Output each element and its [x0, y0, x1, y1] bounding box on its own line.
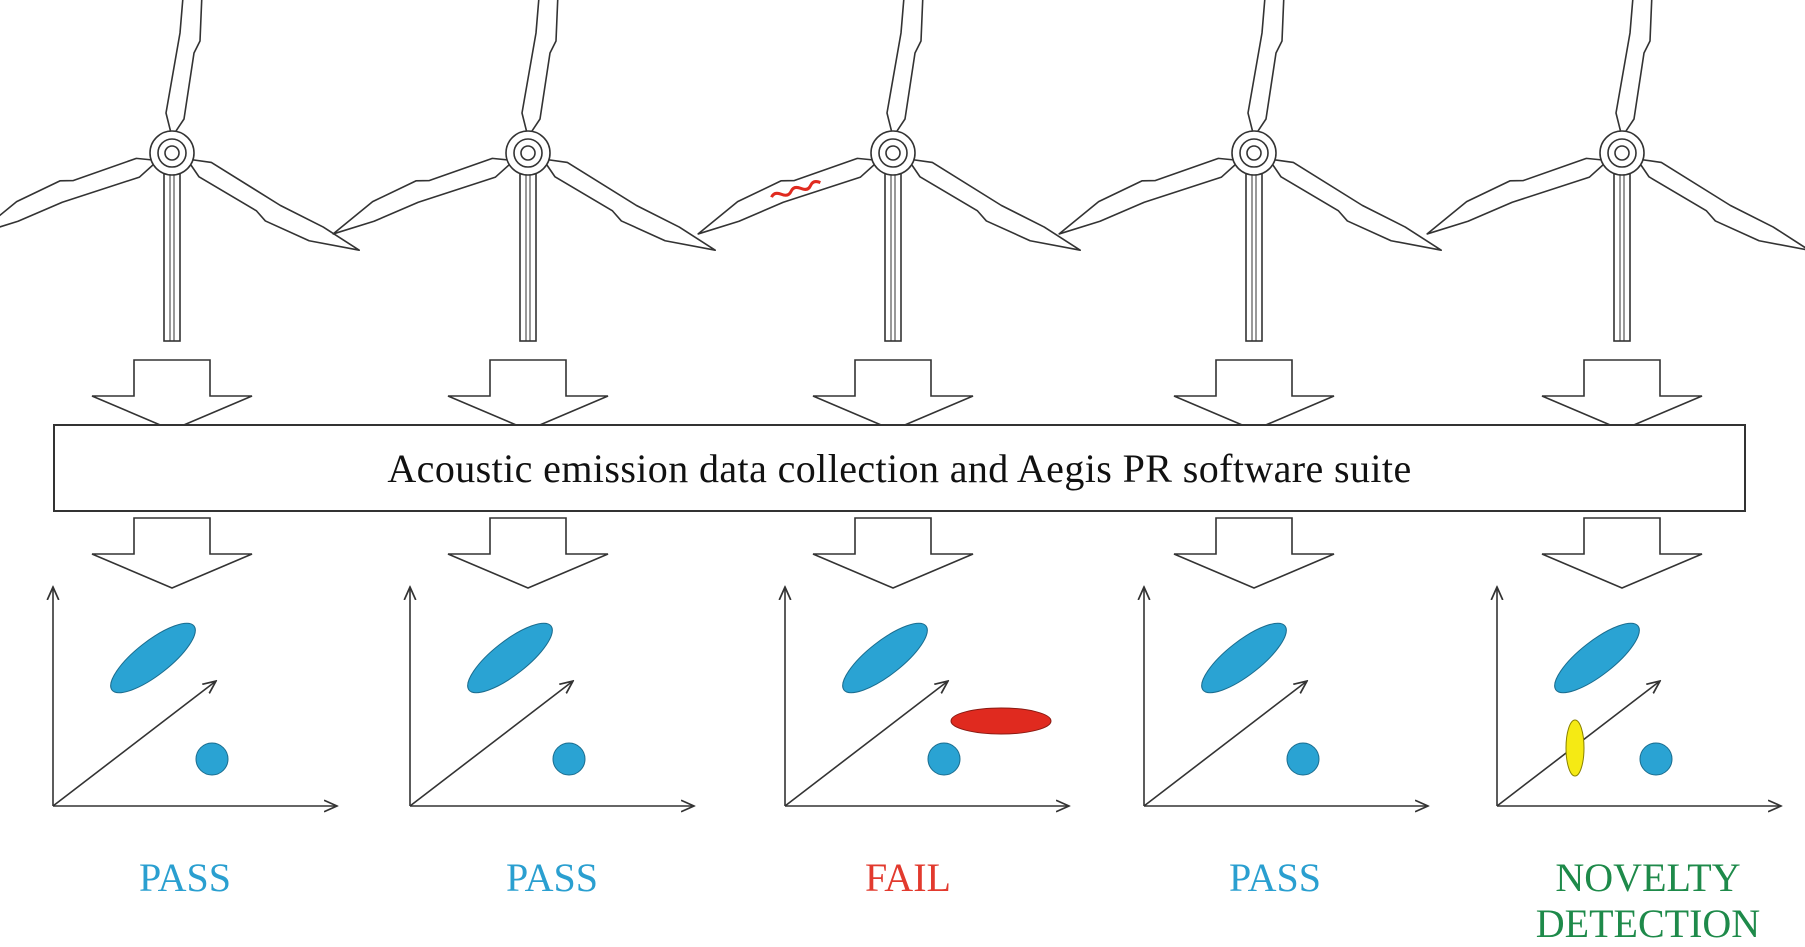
feature-space-plot-2: [410, 587, 694, 806]
fault-cluster: [950, 707, 1052, 735]
process-box-label: Acoustic emission data collection and Ae…: [387, 445, 1412, 491]
turbine-tower: [884, 160, 902, 342]
wind-turbine-5: [1426, 0, 1805, 342]
normal-cluster-ellipse: [110, 622, 196, 694]
normal-cluster-circle: [1286, 742, 1320, 776]
turbine-blade: [186, 158, 361, 252]
arrow-to-processing-1: [91, 359, 253, 431]
feature-space-plot-5: [1497, 587, 1781, 806]
turbine-tower: [163, 160, 181, 342]
result-label-1: PASS: [139, 855, 231, 900]
result-label-2: PASS: [506, 855, 598, 900]
feature-space-plot-4: [1144, 587, 1428, 806]
turbine-tower: [1245, 160, 1263, 342]
turbine-blade: [1426, 157, 1609, 235]
turbine-tower: [519, 160, 537, 342]
process-box: Acoustic emission data collection and Ae…: [53, 424, 1746, 512]
arrow-to-plot-1: [91, 517, 253, 589]
result-label-5: NOVELTY DETECTION: [1535, 855, 1761, 946]
wind-turbine-4: [1058, 0, 1443, 342]
novel-cluster: [1565, 719, 1585, 777]
turbine-blade: [1636, 158, 1805, 252]
arrow-to-processing-5: [1541, 359, 1703, 431]
arrow-to-processing-2: [447, 359, 609, 431]
turbine-blade: [907, 158, 1082, 252]
turbine-blade: [521, 0, 559, 138]
turbine-blade: [1247, 0, 1285, 138]
result-label-4: PASS: [1229, 855, 1321, 900]
feature-space-plot-1: [53, 587, 337, 806]
normal-cluster-circle: [195, 742, 229, 776]
plot-z-axis: [52, 681, 216, 807]
wind-turbine-1: [0, 0, 361, 342]
normal-cluster-ellipse: [467, 622, 553, 694]
arrow-to-plot-4: [1173, 517, 1335, 589]
normal-cluster-ellipse: [1554, 622, 1640, 694]
normal-cluster-ellipse: [842, 622, 928, 694]
crack-mark: [770, 180, 821, 198]
arrow-to-plot-2: [447, 517, 609, 589]
arrow-to-processing-3: [812, 359, 974, 431]
turbine-tower: [1613, 160, 1631, 342]
arrow-to-plot-5: [1541, 517, 1703, 589]
feature-space-plot-3: [785, 587, 1069, 806]
normal-cluster-circle: [552, 742, 586, 776]
plot-z-axis: [409, 681, 573, 807]
normal-cluster-ellipse: [1201, 622, 1287, 694]
wind-turbine-3: [697, 0, 1082, 342]
normal-cluster-circle: [927, 742, 961, 776]
plot-z-axis: [1143, 681, 1307, 807]
turbine-blade: [697, 157, 880, 235]
arrow-to-processing-4: [1173, 359, 1335, 431]
turbine-blade: [1268, 158, 1443, 252]
plot-z-axis: [784, 681, 948, 807]
turbine-blade: [1058, 157, 1241, 235]
turbine-blade: [165, 0, 203, 138]
turbine-blade: [886, 0, 924, 138]
normal-cluster-circle: [1639, 742, 1673, 776]
wind-turbine-2: [332, 0, 717, 342]
result-label-3: FAIL: [865, 855, 951, 900]
turbine-blade: [542, 158, 717, 252]
turbine-blade: [0, 157, 159, 235]
turbine-blade: [1615, 0, 1653, 138]
arrow-to-plot-3: [812, 517, 974, 589]
turbine-blade: [332, 157, 515, 235]
